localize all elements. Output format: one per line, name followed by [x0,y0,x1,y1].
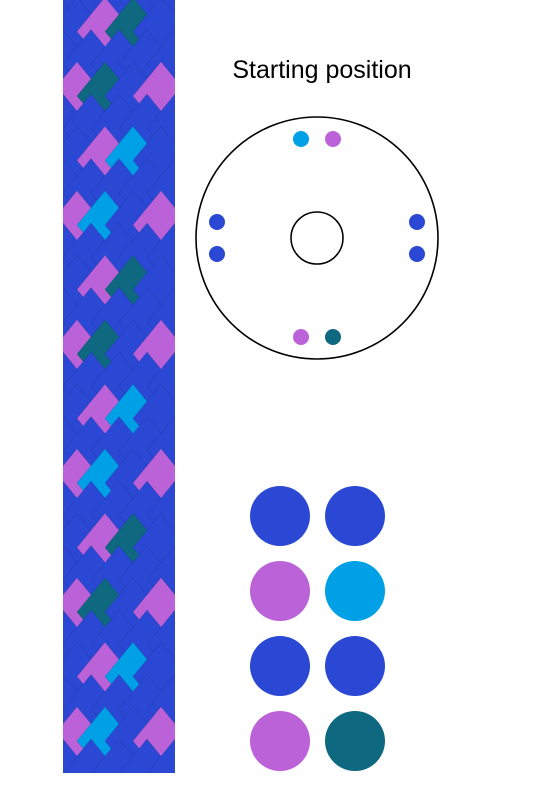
disk-thread-dot-bottom [293,329,309,345]
disk-outline [195,116,439,360]
thread-swatch [250,711,310,771]
braid-cell [146,738,175,773]
thread-swatches [250,486,385,771]
disk-center-hole [290,211,344,265]
thread-swatch [325,636,385,696]
disk-thread-dot-left [209,214,225,230]
disk-thread-dot-top [325,131,341,147]
thread-swatch [325,486,385,546]
thread-swatch [250,561,310,621]
disk-thread-dot-top [293,131,309,147]
thread-swatch [250,636,310,696]
loom-disk [195,116,439,360]
disk-thread-dot-left [209,246,225,262]
disk-thread-dot-right [409,214,425,230]
thread-swatch [325,561,385,621]
disk-thread-dot-right [409,246,425,262]
thread-swatch [325,711,385,771]
diagram-title: Starting position [232,56,412,84]
thread-swatch [250,486,310,546]
disk-thread-dot-bottom [325,329,341,345]
braid-pattern [63,0,175,773]
